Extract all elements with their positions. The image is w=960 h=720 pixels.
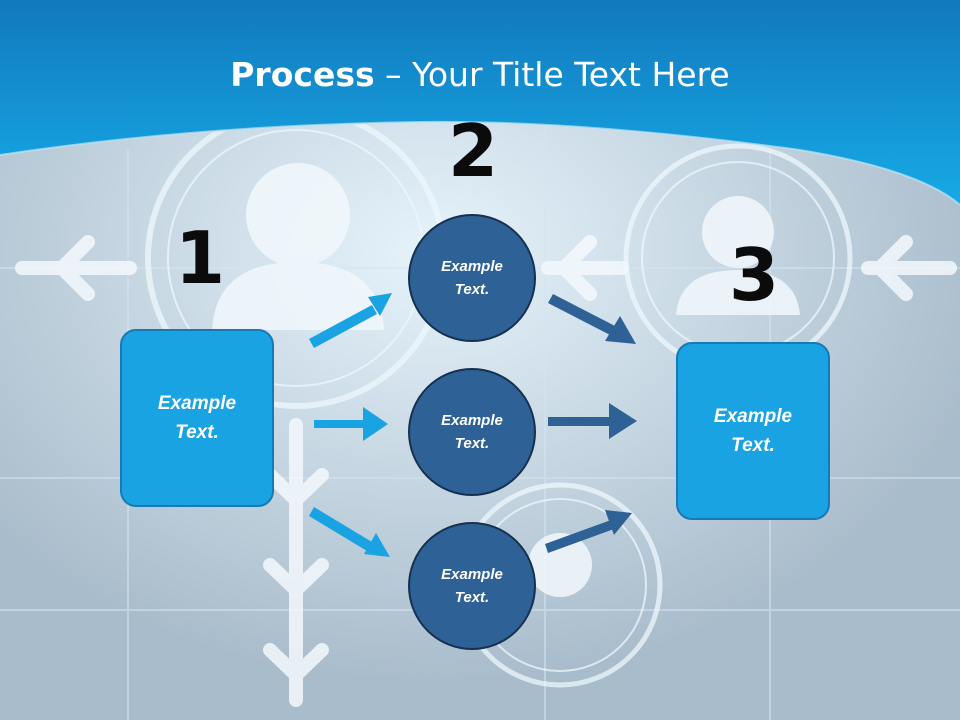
circle-3-line-1: Example <box>441 566 503 583</box>
step-1-box-text: Example Text. <box>158 389 236 447</box>
step-number-3: 3 <box>728 233 780 317</box>
step-3-box-text: Example Text. <box>714 402 792 460</box>
circle-3-text: Example Text. <box>441 563 503 609</box>
arrow-from-circle-3 <box>545 510 632 553</box>
step-1-box-line-2: Text. <box>175 422 219 443</box>
step-3-box-line-1: Example <box>713 406 793 427</box>
user-silhouettes <box>212 163 800 597</box>
arrow-to-circle-2 <box>314 407 388 441</box>
circle-1-line-2: Text. <box>454 281 490 298</box>
arrow-from-circle-1 <box>548 294 636 344</box>
circle-2-line-2: Text. <box>454 435 490 452</box>
step-number-1: 1 <box>174 216 226 300</box>
step-1-box-line-1: Example <box>157 393 237 414</box>
connector-arrows <box>309 293 637 557</box>
circle-2-text: Example Text. <box>441 409 503 455</box>
circle-2-line-1: Example <box>441 412 503 429</box>
circle-3-line-2: Text. <box>454 589 490 606</box>
step-3-box: Example Text. <box>676 342 830 520</box>
step-2-circle-2: Example Text. <box>408 368 536 496</box>
circle-1-line-1: Example <box>441 258 503 275</box>
step-number-2: 2 <box>447 109 499 193</box>
step-3-box-line-2: Text. <box>731 435 775 456</box>
background-arrows <box>15 235 957 707</box>
arrow-from-circle-2 <box>548 403 637 439</box>
arrow-to-circle-3 <box>309 507 390 557</box>
arrow-to-circle-1 <box>309 293 392 348</box>
title-bold-part: Process <box>230 55 375 94</box>
title-rest-part: – Your Title Text Here <box>374 55 730 94</box>
circle-1-text: Example Text. <box>441 255 503 301</box>
step-2-circle-1: Example Text. <box>408 214 536 342</box>
step-2-circle-3: Example Text. <box>408 522 536 650</box>
slide-title: Process – Your Title Text Here <box>0 54 960 96</box>
step-1-box: Example Text. <box>120 329 274 507</box>
header-band <box>0 0 960 205</box>
